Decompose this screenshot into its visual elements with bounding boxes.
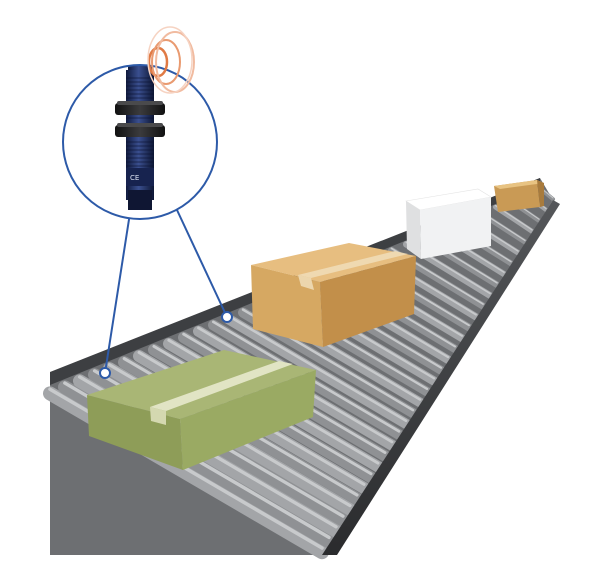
callout-point-left	[99, 367, 111, 379]
callout-connector	[99, 209, 233, 379]
box-white	[405, 188, 492, 259]
signal-rings	[147, 26, 195, 94]
sensor-marking: CE	[130, 174, 139, 182]
box-cardboard-large	[251, 243, 416, 347]
box-green	[87, 350, 316, 470]
proximity-sensor-icon: CE	[115, 65, 165, 210]
conveyor-frame-right	[322, 200, 560, 555]
conveyor-roller-highlight	[226, 314, 408, 423]
box-cardboard-far	[494, 180, 544, 212]
sensor-callout: CE	[62, 64, 218, 220]
sensor-threads	[126, 77, 154, 167]
conveyor-roller	[223, 313, 412, 430]
callout-point-right	[221, 311, 233, 323]
